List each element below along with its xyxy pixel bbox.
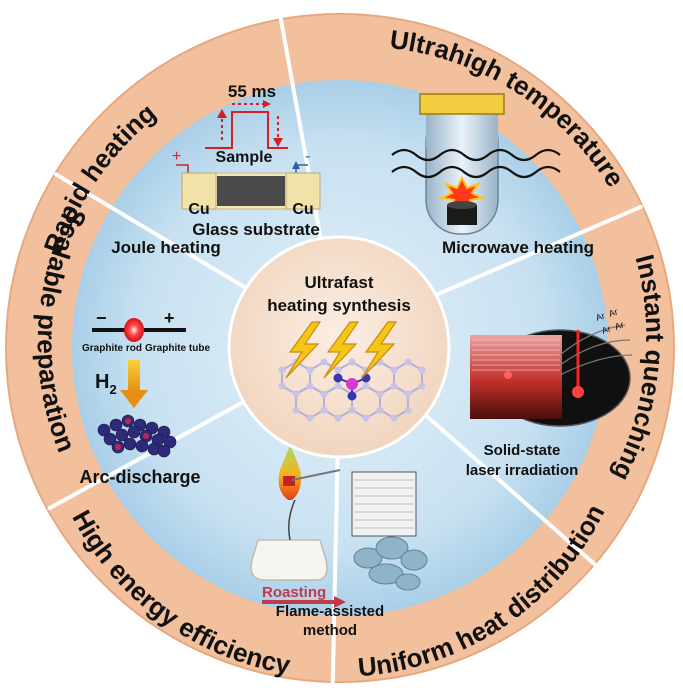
center-title-line2: heating synthesis bbox=[267, 296, 411, 315]
argon-flow-lines bbox=[559, 324, 633, 376]
joule-heating-label: Joule heating bbox=[111, 238, 221, 257]
arc-plus-sign: + bbox=[164, 308, 175, 328]
pulse-waveform bbox=[205, 111, 288, 149]
roasting-label: Roasting bbox=[262, 584, 326, 601]
cu-label-right: Cu bbox=[292, 201, 313, 218]
laser-spot bbox=[572, 386, 584, 398]
center-hub: Ultrafast heating synthesis bbox=[227, 235, 451, 459]
arc-discharge-label: Arc-discharge bbox=[79, 467, 200, 487]
tweezers bbox=[291, 469, 341, 481]
microwave-crucible bbox=[447, 205, 477, 225]
flame-sample bbox=[283, 476, 295, 486]
graphene-film-lattice bbox=[354, 479, 414, 529]
flame-shape bbox=[278, 445, 301, 500]
pulse-fall-arrowhead bbox=[273, 138, 283, 147]
laser-sample-block bbox=[470, 335, 562, 419]
pulse-time-label: 55 ms bbox=[228, 82, 276, 101]
laser-spot-left bbox=[504, 371, 512, 379]
single-atom-site bbox=[333, 373, 371, 401]
argon-label-1: Ar bbox=[594, 310, 606, 322]
lightning-bolts bbox=[285, 321, 398, 379]
joule-heating-panel: 55 ms + - Sample Cu Cu Glass substrate J… bbox=[111, 82, 321, 257]
microwave-heating-label: Microwave heating bbox=[442, 238, 594, 257]
laser-label-line1: Solid-state bbox=[484, 442, 561, 459]
lightning-bolt-2 bbox=[323, 321, 360, 379]
cu-electrode-left bbox=[181, 172, 217, 210]
arc-minus-sign: − bbox=[96, 308, 107, 328]
flame-label-line1: Flame-assisted bbox=[276, 603, 384, 620]
lightning-bolt-1 bbox=[285, 321, 322, 379]
argon-label-3: Ar bbox=[600, 323, 612, 335]
sample-film bbox=[217, 176, 285, 206]
pulse-rise-arrowhead bbox=[217, 109, 227, 118]
graphite-rod-label: Graphite rod bbox=[82, 343, 142, 354]
microwave-cap bbox=[419, 93, 505, 115]
down-arrow-head bbox=[120, 390, 148, 408]
hydrogen-label: H2 bbox=[95, 371, 117, 397]
joule-minus-sign: - bbox=[305, 148, 310, 165]
cu-label-left: Cu bbox=[188, 201, 209, 218]
center-title-line1: Ultrafast bbox=[305, 273, 374, 292]
glass-substrate-label: Glass substrate bbox=[192, 220, 320, 239]
arc-spark bbox=[124, 318, 144, 342]
laser-irradiation-panel: Ar Ar Ar Ar Solid-state laser irradiatio… bbox=[466, 306, 633, 479]
lightning-bolt-3 bbox=[361, 321, 398, 379]
arc-discharge-panel: − + Graphite rod Graphite tube H2 Arc-di… bbox=[79, 308, 210, 487]
flame-assisted-panel: Roasting Flame-assisted method bbox=[250, 445, 428, 639]
down-arrow-shaft bbox=[128, 360, 140, 392]
pulse-width-arrowhead bbox=[263, 100, 271, 108]
laser-label-line2: laser irradiation bbox=[466, 462, 579, 479]
flame-label-line2: method bbox=[303, 622, 357, 639]
argon-label-4: Ar bbox=[613, 319, 625, 331]
alcohol-lamp bbox=[250, 539, 328, 581]
graphite-tube-label: Graphite tube bbox=[145, 343, 210, 354]
cu-electrode-right bbox=[285, 172, 321, 210]
arc-product-highlights bbox=[115, 418, 149, 450]
lamp-wick bbox=[288, 499, 296, 541]
porous-product bbox=[353, 536, 428, 591]
sample-label: Sample bbox=[216, 149, 273, 166]
roasting-arrowhead bbox=[334, 596, 346, 608]
microwave-heating-panel: Microwave heating bbox=[391, 93, 594, 257]
joule-plus-sign: + bbox=[172, 148, 181, 165]
microwave-crucible-top bbox=[447, 201, 477, 209]
outer-ring-edge bbox=[5, 13, 675, 683]
arc-product-crystal bbox=[97, 414, 177, 458]
laser-scan-pattern bbox=[472, 339, 560, 371]
microwave-waves bbox=[391, 148, 561, 179]
argon-label-2: Ar bbox=[607, 306, 619, 318]
wire-negative-arrowhead bbox=[292, 161, 300, 169]
